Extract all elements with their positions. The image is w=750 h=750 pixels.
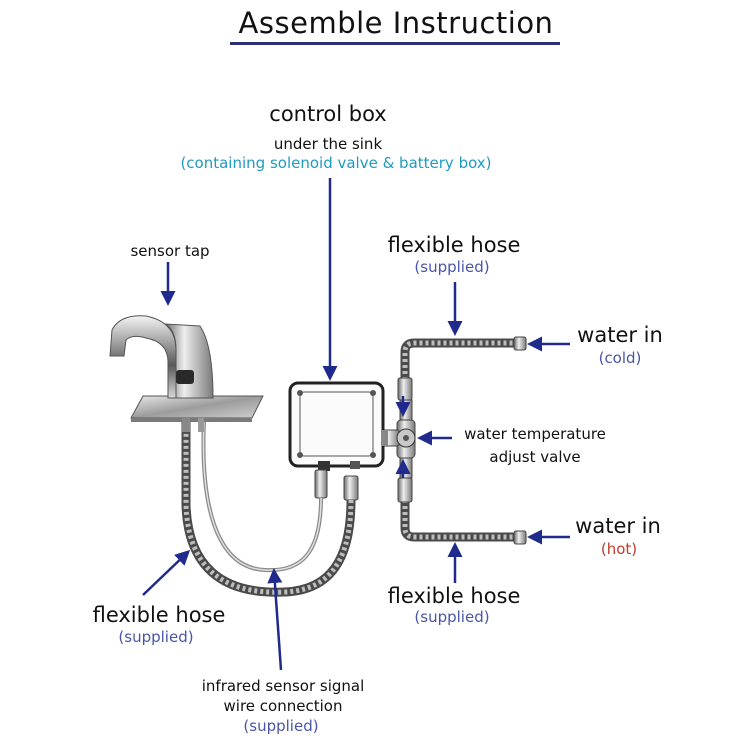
control-box-sub: under the sink — [273, 135, 383, 153]
diagram-title: Assemble Instruction — [238, 6, 554, 40]
lower-nut-fitting — [397, 477, 413, 503]
outlet-connector — [343, 475, 359, 501]
water-cold-note: (cold) — [598, 349, 642, 367]
braided-hose-hot — [400, 488, 516, 542]
hose-top-label: flexible hose — [387, 233, 521, 257]
title-underline — [230, 42, 560, 45]
hose-bottom-label: flexible hose — [387, 584, 521, 608]
sensor-wire-connector — [314, 469, 328, 499]
control-box — [288, 381, 388, 471]
braided-hose-cold — [400, 338, 516, 398]
temperature-valve — [380, 399, 416, 479]
sensor-tap-label: sensor tap — [130, 242, 210, 260]
arrow-sensor-wire — [267, 568, 283, 671]
cold-hose-fitting — [513, 336, 527, 351]
water-hot-note: (hot) — [600, 540, 638, 558]
water-cold-label: water in — [577, 323, 663, 347]
sensor-tap-faucet — [109, 315, 264, 432]
braided-hose-left — [181, 420, 356, 597]
control-box-note: (containing solenoid valve & battery box… — [180, 154, 492, 172]
sensor-wire-note: (supplied) — [243, 717, 319, 735]
arrow-hose-left — [142, 549, 191, 596]
temp-valve-label-1: water temperature — [464, 425, 606, 443]
hose-top-note: (supplied) — [414, 258, 490, 276]
hose-left-note: (supplied) — [118, 628, 194, 646]
sensor-wire-label-1: infrared sensor signal — [201, 677, 365, 695]
sensor-wire-label-2: wire connection — [223, 697, 343, 715]
hot-hose-fitting — [513, 530, 527, 545]
temp-valve-label-2: adjust valve — [489, 448, 581, 466]
control-box-label: control box — [269, 102, 387, 126]
upper-nut-fitting — [397, 377, 413, 401]
hose-left-label: flexible hose — [92, 603, 226, 627]
arrows — [142, 178, 570, 671]
hose-bottom-note: (supplied) — [414, 608, 490, 626]
water-hot-label: water in — [575, 514, 661, 538]
